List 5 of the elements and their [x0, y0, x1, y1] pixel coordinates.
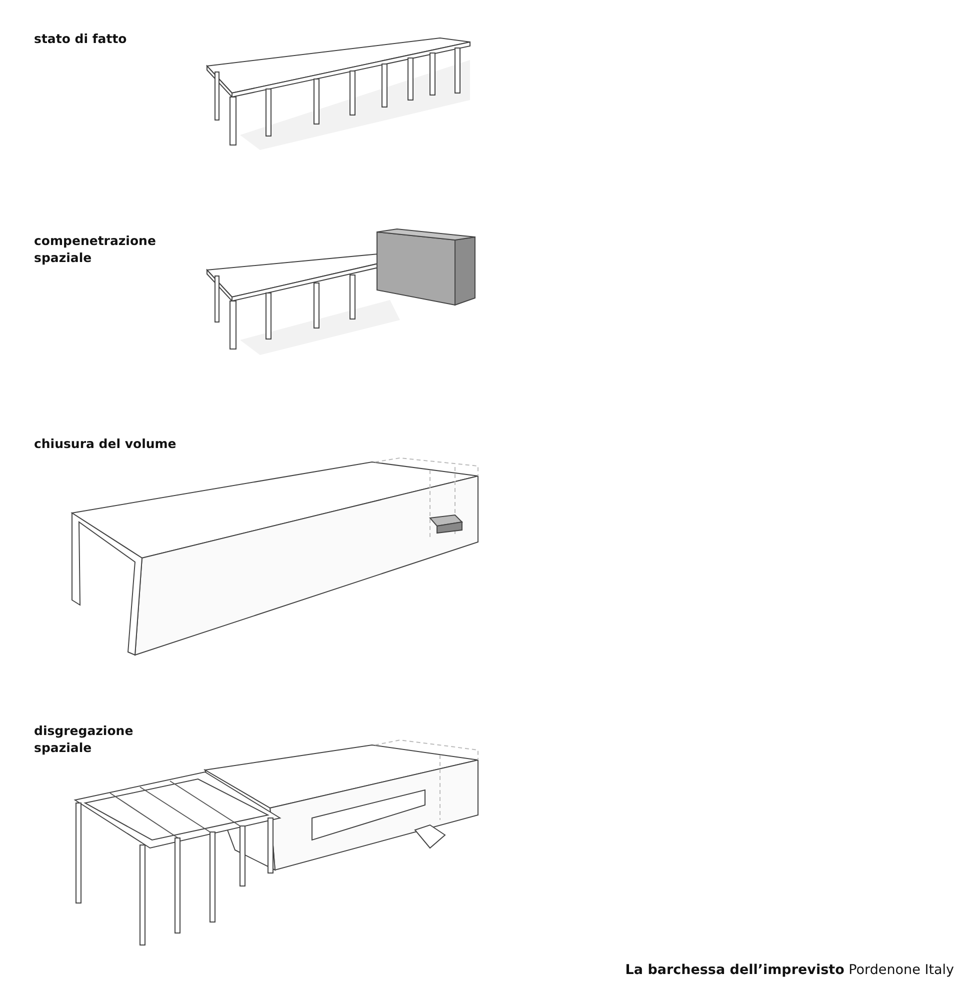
section-label: compenetrazione spaziale — [34, 232, 157, 266]
section-label: stato di fatto — [34, 30, 128, 47]
section-label: disgregazione spaziale — [34, 722, 134, 756]
section-label: chiusura del volume — [34, 435, 178, 452]
caption: La barchessa dell’imprevisto Pordenone Italy — [625, 962, 954, 978]
